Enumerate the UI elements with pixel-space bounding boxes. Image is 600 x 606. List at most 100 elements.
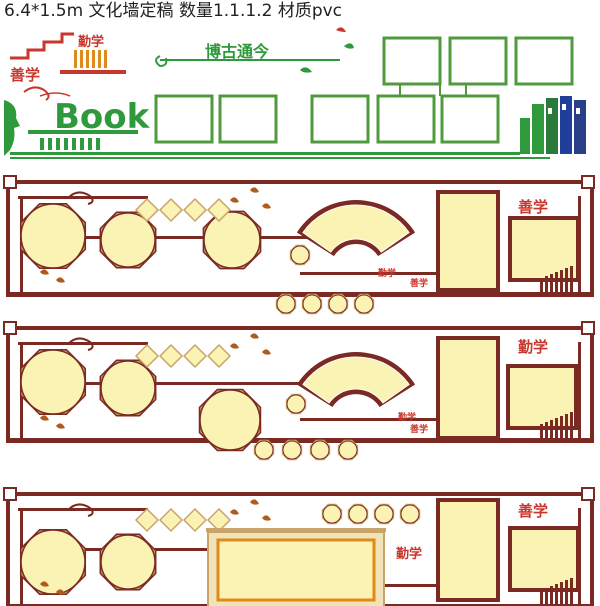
small-circle bbox=[354, 294, 374, 314]
diamond-tile bbox=[182, 507, 208, 533]
book-stripes bbox=[40, 138, 100, 150]
inner-rail bbox=[18, 508, 148, 511]
circle-photo bbox=[20, 349, 86, 415]
book-spines bbox=[520, 96, 586, 154]
diamond-tile bbox=[158, 507, 184, 533]
gold-bar-stripes bbox=[74, 50, 107, 68]
photo-frames-lower bbox=[154, 94, 500, 144]
diamond-tile bbox=[134, 343, 160, 369]
square-photo-frame bbox=[508, 526, 580, 592]
inner-rail bbox=[18, 196, 148, 199]
circle-photo bbox=[203, 211, 261, 269]
stripe bbox=[550, 274, 553, 292]
circle-photo bbox=[100, 360, 156, 416]
right-post bbox=[590, 180, 594, 296]
leaf-ornament bbox=[230, 509, 239, 515]
corner-square bbox=[581, 487, 595, 501]
square-photo-frame bbox=[506, 364, 578, 430]
diamond-tile bbox=[134, 197, 160, 223]
panel-1: 勤学 善学 Book 博古通今 bbox=[4, 27, 586, 159]
stripe bbox=[555, 418, 558, 438]
stripe bbox=[550, 420, 553, 438]
left-post bbox=[6, 326, 10, 442]
fan-photo bbox=[302, 204, 410, 253]
stripe bbox=[570, 578, 573, 604]
left-post bbox=[6, 492, 10, 606]
bottom-rail bbox=[6, 438, 594, 443]
circle-photo bbox=[100, 212, 156, 268]
leaf-ornament bbox=[262, 349, 271, 355]
small-circle bbox=[276, 294, 296, 314]
stripe bbox=[560, 416, 563, 438]
corner-square bbox=[3, 175, 17, 189]
stripe bbox=[570, 266, 573, 292]
connector-rail bbox=[300, 418, 440, 421]
small-calligraphy-label: 善学 bbox=[410, 277, 428, 289]
diamond-tile bbox=[182, 197, 208, 223]
corner-square bbox=[581, 175, 595, 189]
diamond-tile bbox=[206, 197, 232, 223]
stripe bbox=[540, 590, 543, 604]
leaf-ornament bbox=[250, 333, 259, 339]
corner-square bbox=[581, 321, 595, 335]
swirl-ornament bbox=[67, 503, 94, 517]
stair-decoration bbox=[10, 32, 74, 60]
small-circle bbox=[322, 504, 342, 524]
right-post bbox=[590, 326, 594, 442]
stripe bbox=[550, 586, 553, 604]
motto-text: 博古通今 bbox=[205, 42, 269, 61]
leaf-ornament bbox=[56, 589, 65, 595]
stripe bbox=[565, 414, 568, 438]
stripe bbox=[540, 424, 543, 438]
small-calligraphy-label: 善学 bbox=[410, 423, 428, 435]
connector-rail bbox=[300, 272, 440, 275]
plaque-label: 勤学 bbox=[518, 338, 548, 356]
circle-photo bbox=[20, 203, 86, 269]
red-strip bbox=[60, 70, 126, 74]
fan-photo bbox=[302, 356, 410, 404]
plaque-label: 善学 bbox=[518, 502, 548, 520]
tall-photo-frame bbox=[436, 336, 500, 440]
scroll-rod bbox=[206, 528, 386, 532]
diamond-tile bbox=[134, 507, 160, 533]
leaf-ornament bbox=[40, 415, 49, 421]
stripe bbox=[570, 412, 573, 438]
diamond-tile bbox=[182, 343, 208, 369]
stripe bbox=[545, 276, 548, 292]
leaf-ornament bbox=[56, 423, 65, 429]
bottom-rail bbox=[6, 292, 594, 297]
stripe bbox=[565, 580, 568, 604]
swirl-ornament bbox=[23, 86, 50, 101]
top-rail bbox=[6, 492, 594, 496]
stripe bbox=[545, 588, 548, 604]
top-rail bbox=[6, 180, 594, 184]
stripe bbox=[555, 272, 558, 292]
corner-square bbox=[3, 487, 17, 501]
square-photo-frame bbox=[508, 216, 580, 282]
tall-photo-frame bbox=[436, 190, 500, 292]
connector-rail bbox=[60, 236, 320, 239]
small-circle bbox=[400, 504, 420, 524]
scroll-photo bbox=[216, 538, 376, 602]
leaf-ornament bbox=[40, 581, 49, 587]
small-circle bbox=[374, 504, 394, 524]
small-circle bbox=[328, 294, 348, 314]
left-post bbox=[6, 180, 10, 296]
small-calligraphy-label: 勤学 bbox=[396, 546, 422, 562]
corner-square bbox=[3, 321, 17, 335]
stripe bbox=[555, 584, 558, 604]
top-rail bbox=[6, 326, 594, 330]
small-circle bbox=[254, 440, 274, 460]
head-silhouette bbox=[4, 100, 20, 156]
small-circle bbox=[348, 504, 368, 524]
photo-frames-upper bbox=[382, 36, 574, 86]
swirl-ornament bbox=[67, 191, 94, 205]
inner-rail bbox=[18, 342, 148, 345]
circle-photo bbox=[20, 529, 86, 595]
leaf-ornament bbox=[262, 515, 271, 521]
